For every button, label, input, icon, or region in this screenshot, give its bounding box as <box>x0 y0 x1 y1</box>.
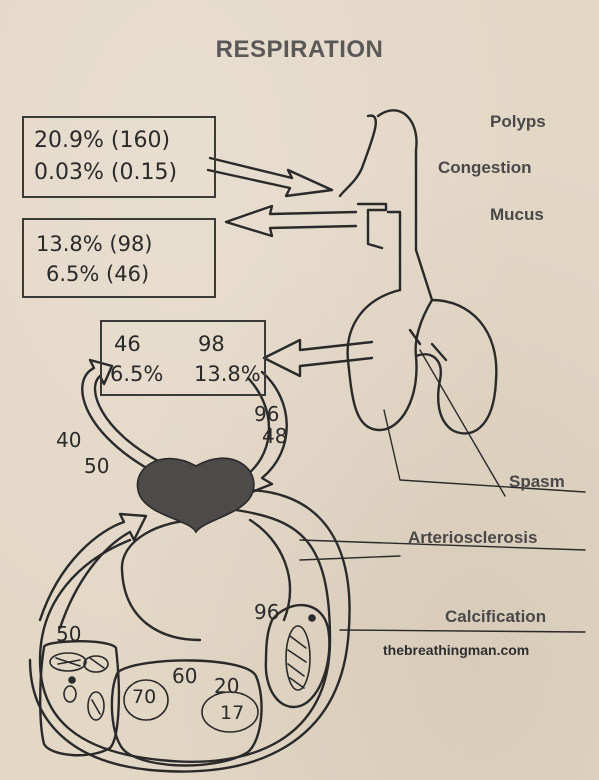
nose-outline <box>340 116 376 196</box>
cell-value-20: 20 <box>214 674 239 698</box>
arrow-inhale <box>208 158 332 196</box>
tissue-arterial-value: 96 <box>254 600 279 624</box>
alveolar-air-box: 46 98 6.5% 13.8% <box>100 320 266 396</box>
label-congestion: Congestion <box>438 158 532 178</box>
cell-value-70: 70 <box>132 686 156 708</box>
alveolar-o2-pressure: 98 <box>198 332 225 356</box>
inhaled-air-box: 20.9% (160) 0.03% (0.15) <box>22 116 216 198</box>
label-calcification: Calcification <box>445 607 546 627</box>
arterial-value-1: 96 <box>254 402 279 426</box>
exhaled-air-box: 13.8% (98) 6.5% (46) <box>22 218 216 298</box>
cell-value-17: 17 <box>220 702 244 724</box>
arrow-lung-to-alveoli <box>264 340 372 376</box>
inhaled-co2: 0.03% (0.15) <box>34 160 177 185</box>
exhaled-oxygen: 13.8% (98) <box>36 232 153 256</box>
arrow-exhale <box>226 206 356 236</box>
cell-value-60: 60 <box>172 664 197 688</box>
mouth-outline <box>358 204 386 248</box>
website-credit: thebreathingman.com <box>383 642 529 658</box>
inhaled-oxygen: 20.9% (160) <box>34 128 170 153</box>
label-arteriosclerosis: Arteriosclerosis <box>408 528 537 548</box>
alveolar-o2-percent: 13.8% <box>194 362 261 386</box>
tissue-venous-value: 50 <box>56 622 81 646</box>
label-spasm: Spasm <box>509 472 565 492</box>
page-title: RESPIRATION <box>0 36 599 64</box>
alveolar-co2-percent: 6.5% <box>110 362 163 386</box>
label-mucus: Mucus <box>490 205 544 225</box>
venous-value-1: 40 <box>56 428 81 452</box>
label-polyps: Polyps <box>490 112 546 132</box>
arterial-value-2: 48 <box>262 424 287 448</box>
venous-value-2: 50 <box>84 454 109 478</box>
heart-shape <box>137 458 253 532</box>
arrow-to-heart <box>40 514 146 628</box>
exhaled-co2: 6.5% (46) <box>46 262 149 286</box>
alveolar-co2-pressure: 46 <box>114 332 141 356</box>
